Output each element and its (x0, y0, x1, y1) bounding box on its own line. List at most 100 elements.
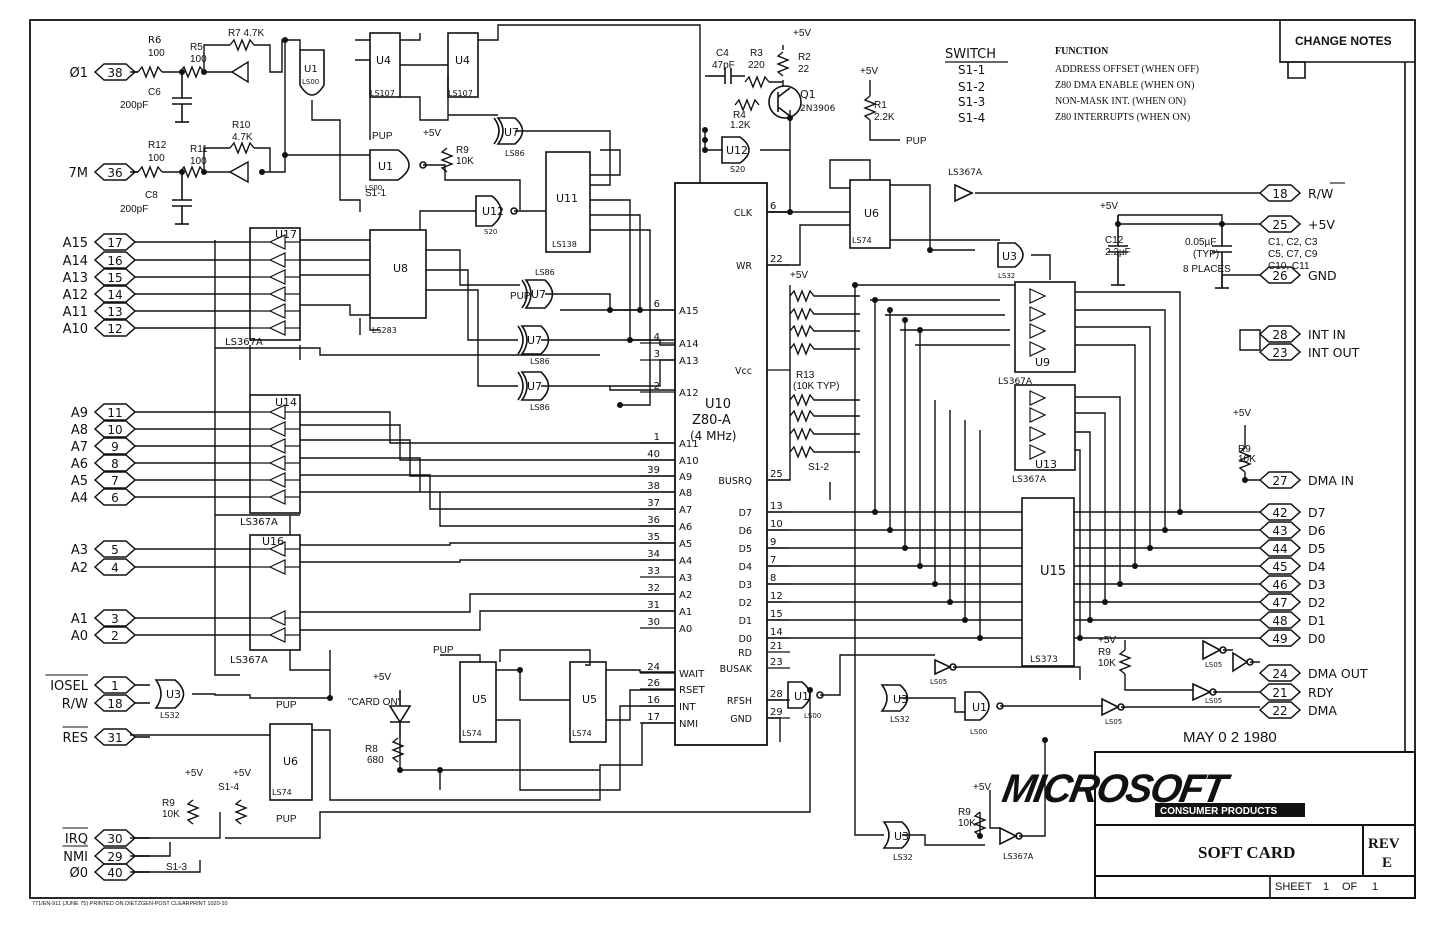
cpu-right-pin-name: D7 (739, 508, 752, 519)
cpu-left-pin-number: 39 (647, 465, 660, 476)
led-card-on (388, 690, 412, 738)
svg-text:C12: C12 (1105, 235, 1124, 246)
buffer-u16: U16 LS367A (230, 534, 301, 666)
u14-ref: U14 (275, 396, 297, 409)
cpu-left-pin-number: 38 (647, 481, 660, 492)
right-connector-signal: RDY (1308, 685, 1334, 700)
right-connector-pin: 43 (1272, 524, 1287, 538)
left-connector-pin: 6 (111, 491, 119, 505)
buffer-u14: U14 LS367A (240, 394, 301, 528)
u17-ref: U17 (275, 228, 297, 241)
cpu-left-pin-name: A12 (679, 388, 699, 399)
svg-text:2.2K: 2.2K (874, 112, 895, 123)
cpu-right-pin-number: 29 (770, 707, 783, 718)
u16-part: LS367A (230, 655, 268, 666)
cpu-left-pin-name: A14 (679, 339, 699, 350)
cpu-right-pin-name: GND (730, 714, 752, 725)
chip-u1d: U1 LS00 (964, 691, 1004, 736)
cpu-left-pin-name: A4 (679, 556, 692, 567)
company-subtitle: CONSUMER PRODUCTS (1160, 806, 1278, 817)
svg-text:R7 4.7K: R7 4.7K (228, 28, 264, 39)
left-connector-signal: A5 (71, 474, 88, 489)
svg-text:220: 220 (748, 60, 765, 71)
cpu-left-pin-number: 36 (647, 515, 660, 526)
cpu-right-pin-name: D1 (739, 616, 752, 627)
microsoft-logo: MICROSOFT CONSUMER PRODUCTS (999, 766, 1305, 817)
change-notes-frame (1279, 20, 1306, 79)
right-connector-signal: DMA IN (1308, 473, 1354, 488)
cpu-right-pin-number: 7 (770, 555, 776, 566)
left-connector-signal: A11 (63, 305, 88, 320)
cpu-right-pin-name: D5 (739, 544, 752, 555)
cpu-left-pin-name: NMI (679, 719, 698, 730)
left-connector-signal: A6 (71, 457, 88, 472)
resistor-bank-r13 (789, 285, 860, 470)
cpu-left-pin-number: 4 (654, 332, 660, 343)
svg-text:S20: S20 (730, 165, 745, 174)
svg-text:R3: R3 (750, 48, 763, 59)
function-row-2: Z80 DMA ENABLE (WHEN ON) (1055, 80, 1194, 91)
svg-text:LS373: LS373 (1030, 655, 1058, 665)
svg-text:R5: R5 (190, 42, 203, 53)
svg-text:LS00: LS00 (365, 184, 382, 192)
chip-u8: U8 LS283 (369, 229, 427, 335)
sheet-border (29, 19, 1416, 899)
svg-text:C10, C11: C10, C11 (1268, 261, 1310, 272)
right-connector-pin: 47 (1272, 596, 1287, 610)
u17-body (249, 227, 301, 341)
chip-u11: U11 LS138 (545, 151, 591, 253)
left-connector-pin: 36 (107, 166, 122, 180)
cpu-right-pin-name: RFSH (727, 696, 752, 707)
svg-text:10K: 10K (162, 809, 180, 820)
chip-u12b: U12 S20 (721, 136, 750, 174)
svg-text:+5V: +5V (793, 28, 811, 39)
svg-text:R11: R11 (190, 144, 208, 155)
u16-ref: U16 (262, 535, 284, 548)
left-connector-signal: A15 (63, 236, 88, 251)
svg-text:PUP: PUP (906, 136, 927, 147)
left-connector-signal: A4 (71, 491, 88, 506)
left-connector-signal: A0 (71, 629, 88, 644)
svg-text:U9: U9 (1035, 356, 1050, 369)
capacitors (172, 68, 1232, 289)
svg-text:LS367A: LS367A (948, 168, 983, 178)
cpu-left-pin-number: 3 (654, 349, 660, 360)
right-connector-pin: 27 (1272, 474, 1287, 488)
function-row-4: Z80 INTERRUPTS (WHEN ON) (1055, 112, 1190, 123)
left-connector-a3: 5A3 (71, 540, 250, 558)
svg-text:LS74: LS74 (852, 236, 872, 245)
left-connector-signal: A14 (63, 254, 88, 269)
cpu-left-pin-number: 31 (647, 600, 660, 611)
svg-text:0.05µF: 0.05µF (1185, 237, 1216, 248)
cpu-left-pin-name: A5 (679, 539, 692, 550)
cpu-left-pin-number: 16 (647, 695, 660, 706)
right-connector-signal: +5V (1308, 217, 1335, 232)
chip-u7c: U7 LS86 (517, 325, 550, 366)
switch-row-4: S1-4 (958, 111, 985, 125)
svg-text:R8: R8 (365, 744, 378, 755)
cpu-ref: U10 (705, 397, 731, 412)
left-connector-a0: 2A0 (71, 626, 250, 644)
cpu-left-pin-number: 17 (647, 712, 660, 723)
left-edge-connectors: 38Ø1367M17A1516A1415A1314A1213A1112A1011… (45, 63, 250, 881)
switch-table: SWITCH FUNCTION S1-1 ADDRESS OFFSET (WHE… (945, 46, 1199, 125)
svg-text:C1, C2, C3: C1, C2, C3 (1268, 237, 1318, 248)
junction-dots (179, 37, 1248, 839)
left-connector-signal: Ø1 (69, 66, 88, 81)
right-connector-signal: D2 (1308, 595, 1326, 610)
paper-imprint: 771/EN-911 (JUNE 75) PRINTED ON DIETZGEN… (32, 901, 228, 907)
svg-text:U15: U15 (1040, 564, 1066, 579)
svg-text:+5V: +5V (185, 768, 203, 779)
left-connector-pin: 14 (107, 288, 122, 302)
svg-text:LS00: LS00 (804, 712, 821, 720)
